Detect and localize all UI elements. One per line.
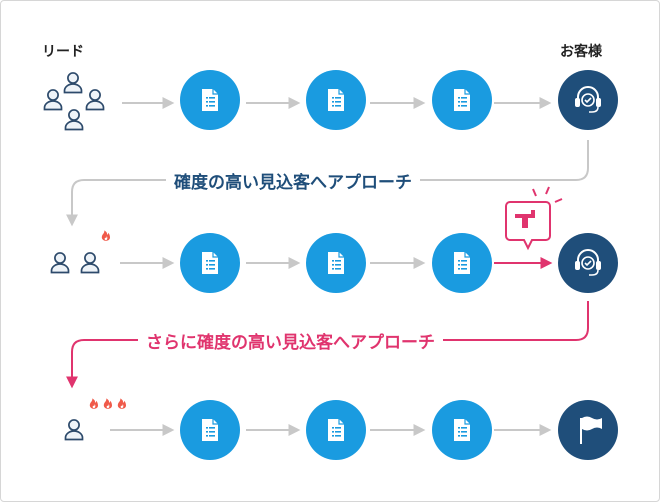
megaphone-alert-icon bbox=[505, 186, 563, 251]
lead-label: リード bbox=[42, 44, 84, 60]
step-row2-3 bbox=[432, 233, 492, 293]
step-row1-3 bbox=[432, 70, 492, 130]
flag-icon bbox=[580, 416, 602, 444]
document-icon bbox=[327, 251, 345, 275]
document-icon bbox=[201, 418, 219, 442]
people-group-icon bbox=[43, 72, 105, 131]
document-icon bbox=[327, 418, 345, 442]
customer-node-row1 bbox=[558, 70, 618, 130]
step-row1-2 bbox=[306, 70, 366, 130]
document-icon bbox=[201, 88, 219, 112]
step-row3-1 bbox=[180, 400, 240, 460]
approach-message-1: 確度の高い見込客へアプローチ bbox=[166, 168, 420, 193]
document-icon bbox=[453, 88, 471, 112]
document-icon bbox=[201, 251, 219, 275]
person-icon bbox=[64, 419, 84, 441]
step-row2-2 bbox=[306, 233, 366, 293]
flame-icon bbox=[101, 230, 110, 241]
step-row2-1 bbox=[180, 233, 240, 293]
step-row3-3 bbox=[432, 400, 492, 460]
step-row3-2 bbox=[306, 400, 366, 460]
customer-label: お客様 bbox=[560, 44, 602, 60]
document-icon bbox=[453, 418, 471, 442]
people-pair-icon bbox=[50, 252, 100, 274]
step-row1-1 bbox=[180, 70, 240, 130]
approach-message-2: さらに確度の高い見込客へアプローチ bbox=[138, 328, 443, 353]
document-icon bbox=[327, 88, 345, 112]
goal-node bbox=[558, 400, 618, 460]
flame-icons bbox=[89, 398, 126, 409]
document-icon bbox=[453, 251, 471, 275]
customer-node-row2 bbox=[558, 233, 618, 293]
